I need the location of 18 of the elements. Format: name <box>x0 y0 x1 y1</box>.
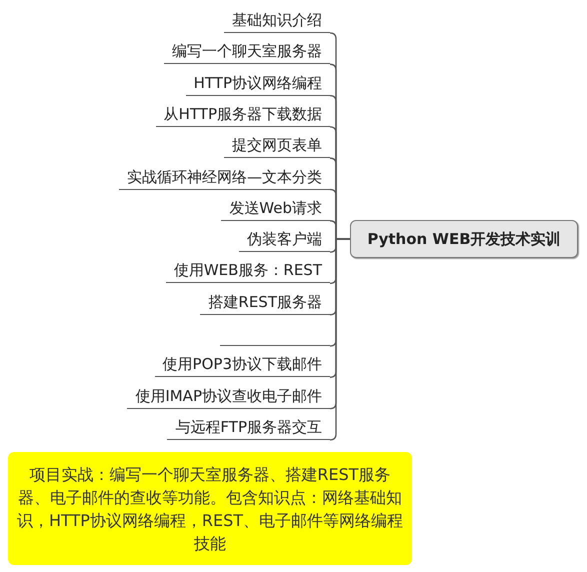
branch-text: 从HTTP服务器下载数据 <box>164 104 322 125</box>
branch-text: 使用WEB服务：REST <box>174 260 322 282</box>
branch-text: 基础知识介绍 <box>232 10 322 31</box>
topic-text: Python WEB开发技术实训 <box>367 228 561 250</box>
branch-text: 提交网页表单 <box>232 135 322 156</box>
branch-text: 与远程FTP服务器交互 <box>175 416 322 438</box>
branch-text: 使用IMAP协议查收电子邮件 <box>135 386 322 407</box>
branch-text: 伪装客户端 <box>247 229 322 250</box>
connector-line <box>330 238 350 441</box>
branch-text: 实战循环神经网络—文本分类 <box>127 166 322 188</box>
branch-text: 发送Web请求 <box>229 198 322 219</box>
central-topic-box <box>350 220 578 258</box>
branch-text: 搭建REST服务器 <box>208 292 322 313</box>
branch-text: HTTP协议网络编程 <box>194 72 322 94</box>
note-box <box>8 452 412 565</box>
branch-text: 使用POP3协议下载邮件 <box>162 354 322 376</box>
note-text: 项目实战：编写一个聊天室服务器、搭建REST服务器、电子邮件的查收等功能。包含知识点：网络基础知识，HTTP协议网络编程，REST、电子邮件等网络编程技能 <box>16 464 404 554</box>
branch-text: 编写一个聊天室服务器 <box>172 41 322 62</box>
